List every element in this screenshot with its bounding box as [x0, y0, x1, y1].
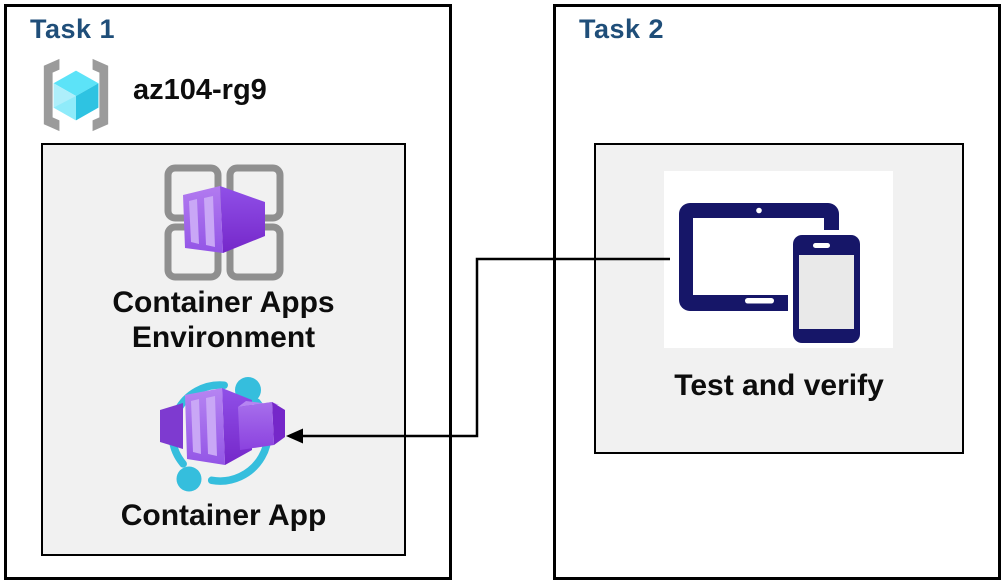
container-apps-environment-label: Container Apps Environment	[43, 285, 404, 355]
environment-group-box: Container Apps Environment	[41, 143, 406, 556]
env-label-line2: Environment	[131, 321, 316, 354]
env-label-line1: Container Apps	[112, 286, 335, 319]
resource-group-name: az104-rg9	[133, 74, 267, 106]
resource-group-icon	[43, 58, 109, 132]
task2-panel: Task 2 Test and verify	[553, 4, 1001, 580]
test-group-box: Test and verify	[594, 143, 964, 454]
task1-title: Task 1	[30, 14, 116, 44]
task1-panel: Task 1 az104-rg9	[4, 4, 452, 580]
container-app-label: Container App	[120, 499, 327, 532]
devices-icon-plate	[664, 171, 893, 348]
container-app-icon	[160, 377, 285, 492]
test-and-verify-label: Test and verify	[674, 369, 884, 402]
container-apps-environment-icon	[164, 164, 284, 281]
devices-icon	[664, 171, 893, 348]
task2-title: Task 2	[579, 14, 665, 44]
